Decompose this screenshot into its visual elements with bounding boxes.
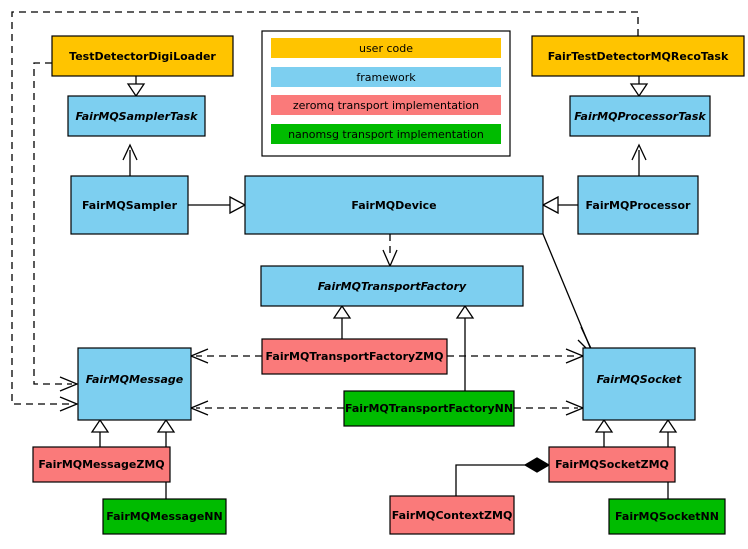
edge-socketzmq-to-socket	[594, 418, 614, 447]
node-box[interactable]	[343, 390, 515, 427]
node-fairmq-sampler[interactable]: FairMQSampler	[70, 175, 189, 235]
node-label: FairMQContextZMQ	[392, 509, 513, 522]
edge-transportfactoryzmq-to-socket	[447, 348, 585, 364]
node-label: FairMQMessageNN	[106, 510, 222, 523]
node-fairmq-message-nn[interactable]: FairMQMessageNN	[102, 498, 227, 535]
legend-swatch-user-code	[271, 38, 501, 58]
node-label: FairMQProcessorTask	[574, 110, 706, 123]
edge-recotask-to-processortask	[629, 76, 649, 98]
legend-item-user-code: user code	[271, 38, 501, 58]
edge-digiloader-to-samplertask	[126, 76, 146, 98]
edge-transportfactorynn-to-socket	[514, 400, 585, 416]
node-fairmq-socket[interactable]: FairMQSocket	[582, 347, 696, 421]
node-box[interactable]	[244, 175, 544, 235]
node-box[interactable]	[260, 265, 524, 307]
legend-swatch-zeromq	[271, 95, 501, 115]
node-box[interactable]	[389, 495, 515, 535]
edge-layer	[11, 11, 678, 499]
node-fairmq-transport-factory[interactable]: FairMQTransportFactory	[260, 265, 524, 307]
edge-processor-to-processortask	[631, 143, 647, 176]
node-label: FairMQTransportFactoryNN	[345, 402, 513, 415]
node-label: FairMQDevice	[351, 199, 436, 212]
legend-item-framework: framework	[271, 67, 501, 87]
legend-item-nanomsg: nanomsg transport implementation	[271, 124, 501, 144]
node-label: FairMQProcessor	[586, 199, 691, 212]
node-label: FairMQMessageZMQ	[38, 458, 164, 471]
node-test-detector-digi-loader[interactable]: TestDetectorDigiLoader	[51, 35, 234, 77]
edge-device-to-socket	[542, 233, 596, 358]
edge-recotask-to-message	[11, 11, 639, 412]
edge-transportfactoryzmq-to-transportfactory	[332, 304, 352, 339]
node-fairmq-context-zmq[interactable]: FairMQContextZMQ	[389, 495, 515, 535]
edge-processor-to-device	[541, 195, 578, 215]
node-box[interactable]	[67, 95, 206, 137]
legend-label-nanomsg: nanomsg transport implementation	[288, 128, 484, 141]
node-box[interactable]	[582, 347, 696, 421]
node-fairmq-transport-factory-nn[interactable]: FairMQTransportFactoryNN	[343, 390, 515, 427]
edge-transportfactorynn-to-message	[189, 400, 344, 416]
edge-sampler-to-device	[188, 195, 247, 215]
node-label: FairMQSocketNN	[615, 510, 719, 523]
node-label: TestDetectorDigiLoader	[69, 50, 216, 63]
node-label: FairMQSocket	[597, 373, 683, 386]
edge-transportfactoryzmq-to-message	[189, 348, 262, 364]
node-box[interactable]	[102, 498, 227, 535]
legend: user code framework zeromq transport imp…	[261, 30, 511, 157]
edge-messagezmq-to-message	[90, 418, 110, 447]
node-label: FairMQSampler	[82, 199, 178, 212]
node-fairmq-processor[interactable]: FairMQProcessor	[577, 175, 699, 235]
node-box[interactable]	[548, 446, 676, 483]
edge-sampler-to-samplertask	[122, 143, 138, 176]
node-fair-test-detector-mq-reco-task[interactable]: FairTestDetectorMQRecoTask	[531, 35, 745, 77]
legend-swatch-framework	[271, 67, 501, 87]
node-box[interactable]	[32, 446, 171, 483]
legend-label-zeromq: zeromq transport implementation	[293, 99, 479, 112]
legend-label-user-code: user code	[359, 42, 413, 55]
node-label: FairMQTransportFactory	[318, 280, 467, 293]
node-fairmq-device[interactable]: FairMQDevice	[244, 175, 544, 235]
node-layer: TestDetectorDigiLoader FairMQSamplerTask…	[32, 35, 745, 535]
node-box[interactable]	[51, 35, 234, 77]
node-fairmq-message[interactable]: FairMQMessage	[77, 347, 192, 421]
legend-label-framework: framework	[356, 71, 416, 84]
node-box[interactable]	[531, 35, 745, 77]
node-fairmq-transport-factory-zmq[interactable]: FairMQTransportFactoryZMQ	[261, 338, 448, 375]
node-box[interactable]	[577, 175, 699, 235]
legend-swatch-nanomsg	[271, 124, 501, 144]
edge-digiloader-to-message	[33, 62, 79, 392]
edge-transportfactorynn-to-transportfactory	[455, 304, 475, 391]
node-label: FairTestDetectorMQRecoTask	[548, 50, 729, 63]
node-label: FairMQMessage	[86, 373, 184, 386]
node-fairmq-processor-task[interactable]: FairMQProcessorTask	[569, 95, 711, 137]
node-fairmq-socket-zmq[interactable]: FairMQSocketZMQ	[548, 446, 676, 483]
edge-device-to-transportfactory	[382, 234, 398, 268]
node-fairmq-socket-nn[interactable]: FairMQSocketNN	[608, 498, 726, 535]
edge-socketzmq-to-contextzmq	[455, 457, 551, 496]
node-box[interactable]	[608, 498, 726, 535]
node-label: FairMQSamplerTask	[76, 110, 199, 123]
node-label: FairMQTransportFactoryZMQ	[266, 350, 444, 363]
node-box[interactable]	[261, 338, 448, 375]
node-fairmq-message-zmq[interactable]: FairMQMessageZMQ	[32, 446, 171, 483]
node-box[interactable]	[77, 347, 192, 421]
node-label: FairMQSocketZMQ	[555, 458, 669, 471]
node-box[interactable]	[569, 95, 711, 137]
legend-item-zeromq: zeromq transport implementation	[271, 95, 501, 115]
node-fairmq-sampler-task[interactable]: FairMQSamplerTask	[67, 95, 206, 137]
node-box[interactable]	[70, 175, 189, 235]
